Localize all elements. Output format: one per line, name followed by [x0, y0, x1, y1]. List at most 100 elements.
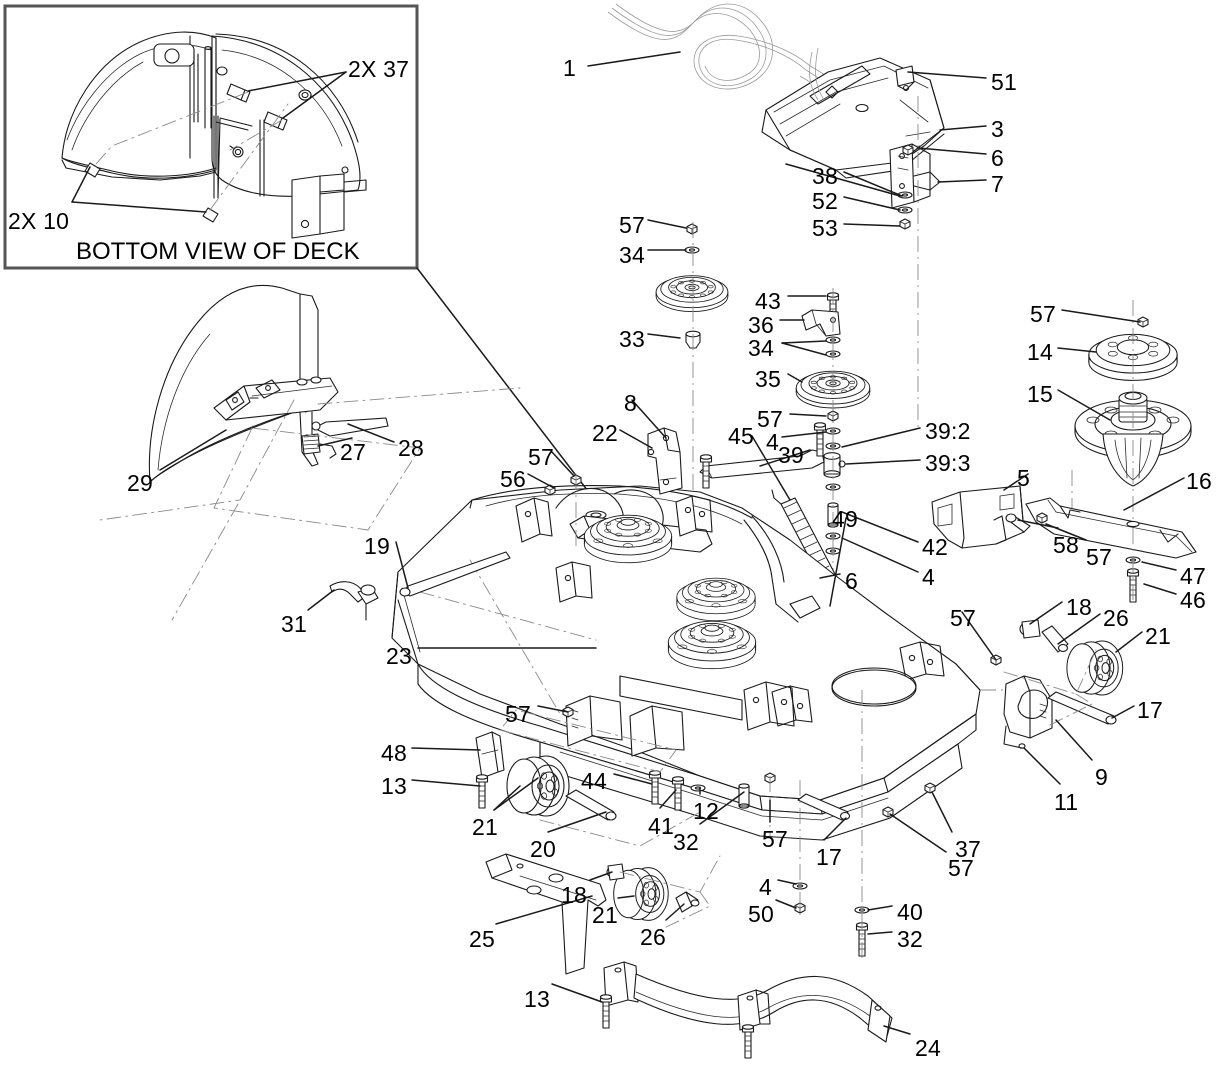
- part-callout-34: 34: [619, 242, 645, 268]
- part-callout-5: 5: [1017, 465, 1030, 491]
- part-callout-9: 9: [1095, 764, 1108, 790]
- part-callout-18: 18: [561, 882, 587, 908]
- part-callout-36: 36: [748, 312, 774, 338]
- inset-bottom-view-group: [3, 4, 605, 513]
- part-callout-38: 38: [812, 163, 838, 189]
- part-callout-19: 19: [364, 533, 390, 559]
- part-callout-21: 21: [592, 902, 618, 928]
- part-24-chute: [633, 973, 893, 1041]
- part-callout-57: 57: [505, 701, 531, 727]
- part-callout-52: 52: [812, 188, 838, 214]
- mower-deck-body: [391, 484, 981, 841]
- part-callout-39: 39: [778, 442, 804, 468]
- part-36-bracket: [801, 309, 841, 337]
- part-callout-16: 16: [1186, 468, 1212, 494]
- part-callout-6: 6: [845, 568, 858, 594]
- deck-spindle-right: [667, 620, 757, 670]
- part-callout-40: 40: [897, 899, 923, 925]
- part-callout-41: 41: [648, 813, 674, 839]
- inset-fastener-37-b: [263, 111, 288, 131]
- part-callout-57: 57: [950, 605, 976, 631]
- fastener-37-front: [924, 782, 936, 794]
- part-callout-57: 57: [1030, 301, 1056, 327]
- part-callout-51: 51: [991, 69, 1017, 95]
- part-callout-39-2: 39:2: [925, 418, 971, 444]
- inset-callout-2X-10: 2X 10: [8, 208, 70, 234]
- part-callout-43: 43: [755, 288, 781, 314]
- part-callout-57: 57: [757, 406, 783, 432]
- part-callout-57: 57: [1086, 544, 1112, 570]
- part-25-arm: [485, 853, 607, 975]
- left-side-parts: [329, 427, 683, 621]
- part-callout-31: 31: [281, 611, 307, 637]
- fastener-chute-lower: [741, 1024, 755, 1059]
- fastener-12: [690, 784, 706, 792]
- part-callout-29: 29: [127, 470, 153, 496]
- fastener-57-bracket: [1036, 512, 1048, 524]
- part-callout-32: 32: [673, 829, 699, 855]
- fastener-32-left: [738, 783, 750, 809]
- part-callout-15: 15: [1027, 381, 1053, 407]
- fastener-34-upper: [684, 246, 700, 254]
- part-callout-35: 35: [755, 366, 781, 392]
- idler-pulley-upper-left: [655, 222, 729, 500]
- inset-title: BOTTOM VIEW OF DECK: [76, 238, 360, 265]
- part-callout-12: 12: [693, 798, 719, 824]
- part-callout-57: 57: [948, 855, 974, 881]
- part-callout-26: 26: [1103, 605, 1129, 631]
- part-callout-13: 13: [524, 986, 550, 1012]
- part-48: [475, 731, 499, 779]
- inset-border: [3, 4, 419, 270]
- part-callout-33: 33: [619, 326, 645, 352]
- part-callout-50: 50: [748, 901, 774, 927]
- right-caster-group: [980, 619, 1124, 749]
- leader-lines: [159, 51, 1185, 1035]
- left-rear-caster-group: [475, 706, 776, 847]
- part-callout-14: 14: [1027, 339, 1053, 365]
- front-caster-group: [485, 853, 893, 1059]
- part-callout-25: 25: [469, 926, 495, 952]
- idler-pulley-center: [699, 288, 871, 690]
- part-27-spring: [301, 433, 337, 459]
- deck-spindle-left: [583, 514, 673, 564]
- part-callout-1: 1: [563, 55, 576, 81]
- inset-fastener-10-a: [84, 162, 101, 178]
- part-callout-58: 58: [1053, 532, 1079, 558]
- fastener-53: [899, 218, 911, 230]
- part-callout-53: 53: [812, 215, 838, 241]
- fastener-57-upper: [686, 223, 698, 235]
- part-31-handle: [329, 581, 367, 603]
- deck-spindle-center: [676, 577, 756, 622]
- part-callout-13: 13: [381, 773, 407, 799]
- part-callout-24: 24: [915, 1035, 941, 1061]
- inset-fastener-10-b: [202, 207, 219, 223]
- inset-callout-2X-37: 2X 37: [348, 56, 410, 82]
- part-callout-4: 4: [922, 564, 935, 590]
- part-callout-42: 42: [922, 534, 948, 560]
- part-callout-21: 21: [472, 814, 498, 840]
- part-callout-3: 3: [991, 116, 1004, 142]
- part-callout-17: 17: [1137, 697, 1163, 723]
- part-callout-8: 8: [624, 390, 637, 416]
- part-callout-45: 45: [728, 423, 754, 449]
- part-callout-57: 57: [619, 212, 645, 238]
- part-callout-37: 37: [955, 836, 981, 862]
- part-callout-46: 46: [1180, 587, 1206, 613]
- part-callout-49: 49: [832, 506, 858, 532]
- part-callout-26: 26: [640, 924, 666, 950]
- part-callout-23: 23: [386, 643, 412, 669]
- part-callout-57: 57: [762, 826, 788, 852]
- part-callout-34: 34: [748, 335, 774, 361]
- part-callout-32: 32: [897, 926, 923, 952]
- part-20-rod: [565, 789, 615, 821]
- fastener-6: [902, 144, 914, 156]
- part-callout-57: 57: [528, 444, 554, 470]
- part-callout-11: 11: [1054, 789, 1079, 815]
- part-callout-48: 48: [381, 740, 407, 766]
- part-callout-18: 18: [1066, 594, 1092, 620]
- part-callout-44: 44: [581, 768, 607, 794]
- part-callout-39-3: 39:3: [925, 450, 971, 476]
- part-callout-6: 6: [991, 145, 1004, 171]
- part-callout-20: 20: [530, 836, 556, 862]
